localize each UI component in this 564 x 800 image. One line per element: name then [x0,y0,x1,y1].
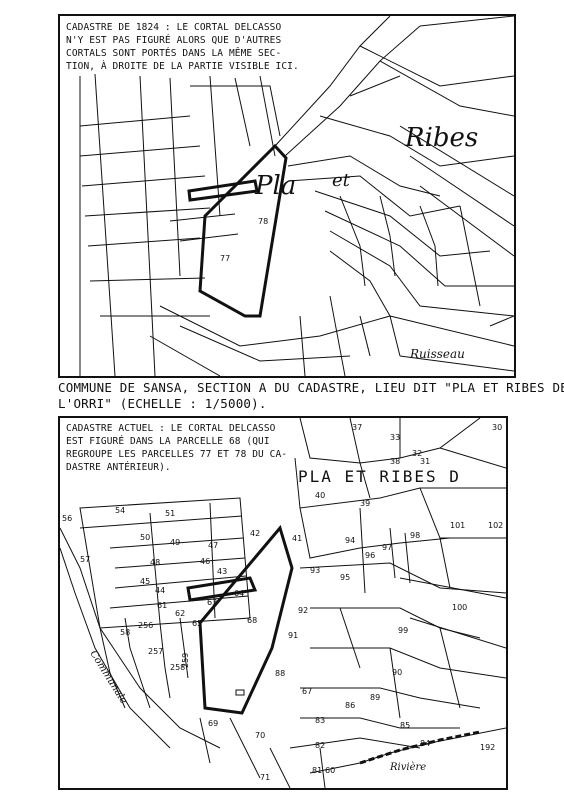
parcel-label: 31 [420,457,430,466]
cadastre-1824-note: CADASTRE DE 1824 : LE CORTAL DELCASSO N'… [64,20,301,74]
ruisseau-label: Ruisseau [409,347,465,361]
parcel-label: 61 [157,601,167,610]
place-et: et [332,170,351,191]
caption-line: L'ORRI" (ECHELLE : 1/5000). [58,396,267,411]
parcel-label: 70 [255,731,265,740]
note-bottom-line: DASTRE ANTÉRIEUR). [66,462,171,473]
note-bottom-line: CADASTRE ACTUEL : LE CORTAL DELCASSO [66,423,276,434]
parcel-label: 85 [400,721,410,730]
parcel-label: 102 [488,521,503,530]
cadastre-actuel-note: CADASTRE ACTUEL : LE CORTAL DELCASSO EST… [64,421,290,475]
parcel-label: 94 [345,536,355,545]
parcel-label: 99 [398,626,408,635]
parcel-label: 64 [234,589,244,598]
communale-label: Communale [87,649,128,706]
parcel-label: 32 [412,449,422,458]
parcel-label: 88 [275,669,285,678]
cadastre-1824-map: Pla et Ribes Ruisseau 77 78 CADASTRE DE … [58,14,516,378]
parcel-label: 54 [115,506,125,515]
place-pla: Pla [254,171,296,201]
cadastre-actuel-drawing: PLA ET RIBES D Communale Rivière 30 31 3… [60,418,506,788]
parcel-label: 89 [370,693,380,702]
parcel-label: 84 [420,739,430,748]
parcel-label: 81 [312,766,322,775]
parcel-label: 259 [181,653,190,668]
riviere-label: Rivière [389,762,426,773]
parcel-label: 33 [390,433,400,442]
parcel-label: 258 [170,663,185,672]
map-caption: COMMUNE DE SANSA, SECTION A DU CADASTRE,… [58,380,564,412]
parcel-label: 56 [62,514,72,523]
parcel-labels: 30 31 32 33 37 38 39 40 41 42 43 44 45 4… [62,423,503,782]
cadastre-1824-drawing: Pla et Ribes Ruisseau 77 78 [79,16,514,376]
parcel-label: 67 [302,687,312,696]
cortal-building-marker [235,689,245,696]
parcel-label: 62 [175,609,185,618]
parcel-label: 256 [138,621,153,630]
parcel-label: 46 [200,557,210,566]
parcel-label: 97 [382,543,392,552]
parcel-77-label: 77 [220,254,230,263]
parcel-label: 58 [120,628,130,637]
parcel-label: 83 [315,716,325,725]
note-top-line: TION, À DROITE DE LA PARTIE VISIBLE ICI. [66,61,299,72]
parcel-label: 40 [315,491,325,500]
note-top-line: CORTALS SONT PORTÉS DANS LA MÊME SEC- [66,48,282,59]
note-top-line: N'Y EST PAS FIGURÉ ALORS QUE D'AUTRES [66,35,282,46]
parcel-label: 90 [392,668,402,677]
place-ribes: Ribes [404,123,478,153]
parcel-label: 95 [340,573,350,582]
parcel-label: 38 [390,457,400,466]
parcel-label: 51 [165,509,175,518]
parcel-label: 96 [365,551,375,560]
parcel-label: 71 [260,773,270,782]
parcel-label: 91 [288,631,298,640]
parcel-label: 57 [80,555,90,564]
parcel-label: 44 [155,586,165,595]
parcel-label: 41 [292,534,302,543]
parcel-label: 69 [208,719,218,728]
note-top-line: CADASTRE DE 1824 : LE CORTAL DELCASSO [66,22,282,33]
parcel-label: 68 [247,616,257,625]
parcel-label: 92 [298,606,308,615]
parcel-label: 98 [410,531,420,540]
parcel-label: 45 [140,577,150,586]
parcel-label: 192 [480,743,495,752]
parcel-label: 63 [207,598,217,607]
note-bottom-line: REGROUPE LES PARCELLES 77 ET 78 DU CA- [66,449,288,460]
parcel-78-label: 78 [258,217,268,226]
parcel-label: 86 [345,701,355,710]
parcel-label: 82 [315,741,325,750]
parcel-label: 257 [148,647,163,656]
parcel-label: 50 [140,533,150,542]
parcel-label: 101 [450,521,465,530]
caption-line: COMMUNE DE SANSA, SECTION A DU CADASTRE,… [58,380,564,395]
parcel-label: 43 [217,567,227,576]
parcel-label: 47 [208,541,218,550]
parcel-label: 65 [192,619,202,628]
parcel-label: 42 [250,529,260,538]
parcel-label: 30 [492,423,502,432]
place-name-label: PLA ET RIBES D [298,467,461,486]
parcel-label: 48 [150,558,160,567]
parcel-label: 37 [352,423,362,432]
parcel-label: 39 [360,499,370,508]
parcel-label: 93 [310,566,320,575]
note-bottom-line: EST FIGURÉ DANS LA PARCELLE 68 (QUI [66,436,270,447]
parcel-label: 60 [325,766,335,775]
parcel-label: 100 [452,603,467,612]
cadastre-actuel-map: PLA ET RIBES D Communale Rivière 30 31 3… [58,416,508,790]
parcel-label: 49 [170,538,180,547]
